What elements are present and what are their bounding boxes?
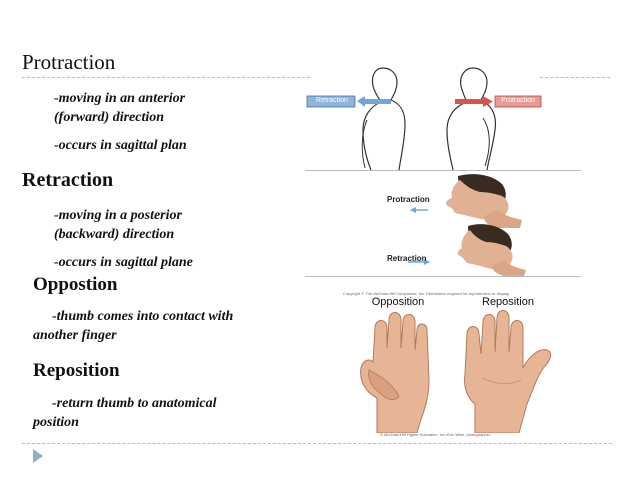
figure-separator-2 (305, 276, 581, 277)
shoulder-retraction-label: Retraction (316, 97, 348, 104)
head-protraction-arrow-icon (410, 207, 416, 213)
protraction-point-3: -occurs in sagittal plan (54, 138, 187, 153)
hands-reposition-label: Reposition (482, 296, 534, 308)
shoulder-retraction-label-box (306, 95, 356, 108)
shoulder-protraction-label-box (494, 95, 542, 108)
footer-divider (22, 443, 612, 444)
hands-opposition-label: Opposition (371, 296, 425, 308)
reposition-heading: Reposition (33, 360, 120, 381)
head-figure (408, 174, 526, 276)
title-divider (22, 77, 310, 78)
title-divider-right (540, 77, 610, 78)
reposition-point-1: -return thumb to anatomical (52, 396, 217, 411)
head-retraction-arrow-icon (424, 259, 430, 265)
protraction-point-2: (forward) direction (54, 110, 165, 125)
shoulder-protraction-label: Protraction (501, 97, 535, 104)
head-protraction-label: Protraction (387, 195, 430, 204)
reposition-point-2: position (33, 415, 79, 430)
slide-title: Protraction (22, 50, 116, 74)
shoulder-protraction-arrow-icon (455, 96, 493, 107)
protraction-point-1: -moving in an anterior (54, 91, 186, 106)
hands-figure (360, 310, 552, 433)
retraction-point-2: (backward) direction (54, 227, 175, 242)
opposition-point-2: another finger (33, 328, 117, 343)
slide-bullet-arrow-icon (33, 449, 43, 463)
hands-credit: © McGraw-Hill Higher Education, Inc./Eri… (380, 432, 491, 437)
retraction-point-1: -moving in a posterior (54, 208, 182, 223)
retraction-point-3: -occurs in sagittal plane (54, 255, 193, 270)
shoulder-figure (306, 67, 542, 170)
opposition-point-1: -thumb comes into contact with (52, 309, 234, 324)
shoulder-retraction-arrow-icon (357, 96, 391, 107)
opposition-heading: Oppostion (33, 274, 118, 295)
retraction-heading: Retraction (22, 169, 114, 191)
figure-separator-1 (305, 170, 581, 171)
hands-copyright: Copyright © The McGraw-Hill Companies, I… (343, 291, 510, 296)
head-retraction-label: Retraction (387, 254, 427, 263)
